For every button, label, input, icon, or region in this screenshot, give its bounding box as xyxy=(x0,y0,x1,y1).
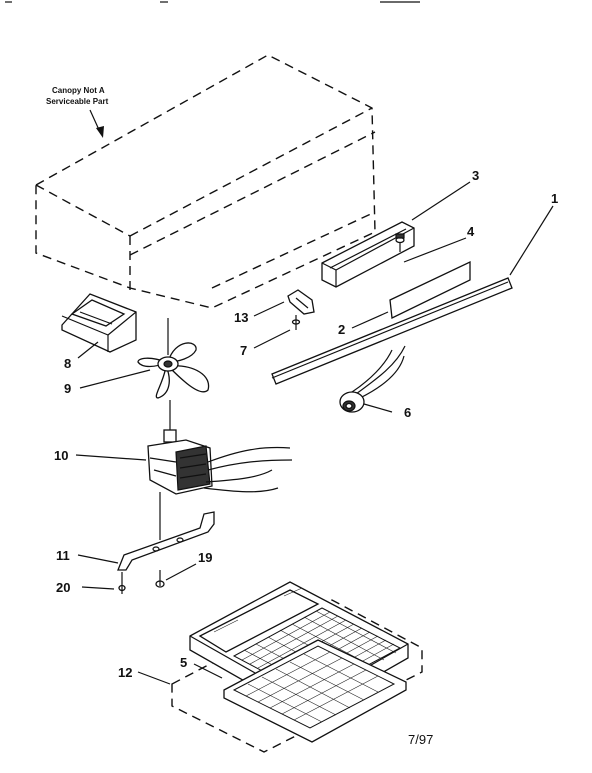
canopy-note: Canopy Not A Serviceable Part xyxy=(46,86,109,138)
part-20-screw xyxy=(118,572,126,594)
callout-4: 4 xyxy=(467,224,475,239)
part-3-bracket xyxy=(321,221,415,288)
date-code: 7/97 xyxy=(408,732,433,747)
canopy-note-line-2: Serviceable Part xyxy=(46,97,109,106)
callout-2: 2 xyxy=(338,322,345,337)
callout-10: 10 xyxy=(54,448,68,463)
part-12-filter-assembly xyxy=(171,581,423,753)
part-6-socket xyxy=(339,345,406,413)
part-7-screw xyxy=(291,315,301,330)
part-9-fan xyxy=(137,318,210,399)
part-4-screw xyxy=(395,233,405,252)
part-10-motor xyxy=(147,400,293,540)
part-19-hardware xyxy=(155,570,165,588)
filter-mesh-bottom xyxy=(245,651,379,723)
callout-11: 11 xyxy=(56,548,70,563)
callout-20: 20 xyxy=(56,580,70,595)
callout-9: 9 xyxy=(64,381,71,396)
leader-lines xyxy=(75,181,554,685)
part-8-box xyxy=(61,293,137,353)
callout-12: 12 xyxy=(118,665,132,680)
callout-6: 6 xyxy=(404,405,411,420)
callout-7: 7 xyxy=(240,343,247,358)
callout-1: 1 xyxy=(551,191,558,206)
part-1-trim xyxy=(271,277,513,385)
part-13-clip xyxy=(287,289,315,315)
callout-3: 3 xyxy=(472,168,479,183)
callouts: 3 1 4 2 13 7 8 9 10 6 11 20 19 12 5 xyxy=(54,168,558,680)
callout-5: 5 xyxy=(180,655,187,670)
part-2-label xyxy=(389,260,471,319)
part-11-bracket xyxy=(117,511,215,571)
canopy-note-line-1: Canopy Not A xyxy=(52,86,105,95)
callout-13: 13 xyxy=(234,310,248,325)
callout-8: 8 xyxy=(64,356,71,371)
canopy-outline xyxy=(35,54,376,309)
callout-19: 19 xyxy=(198,550,212,565)
